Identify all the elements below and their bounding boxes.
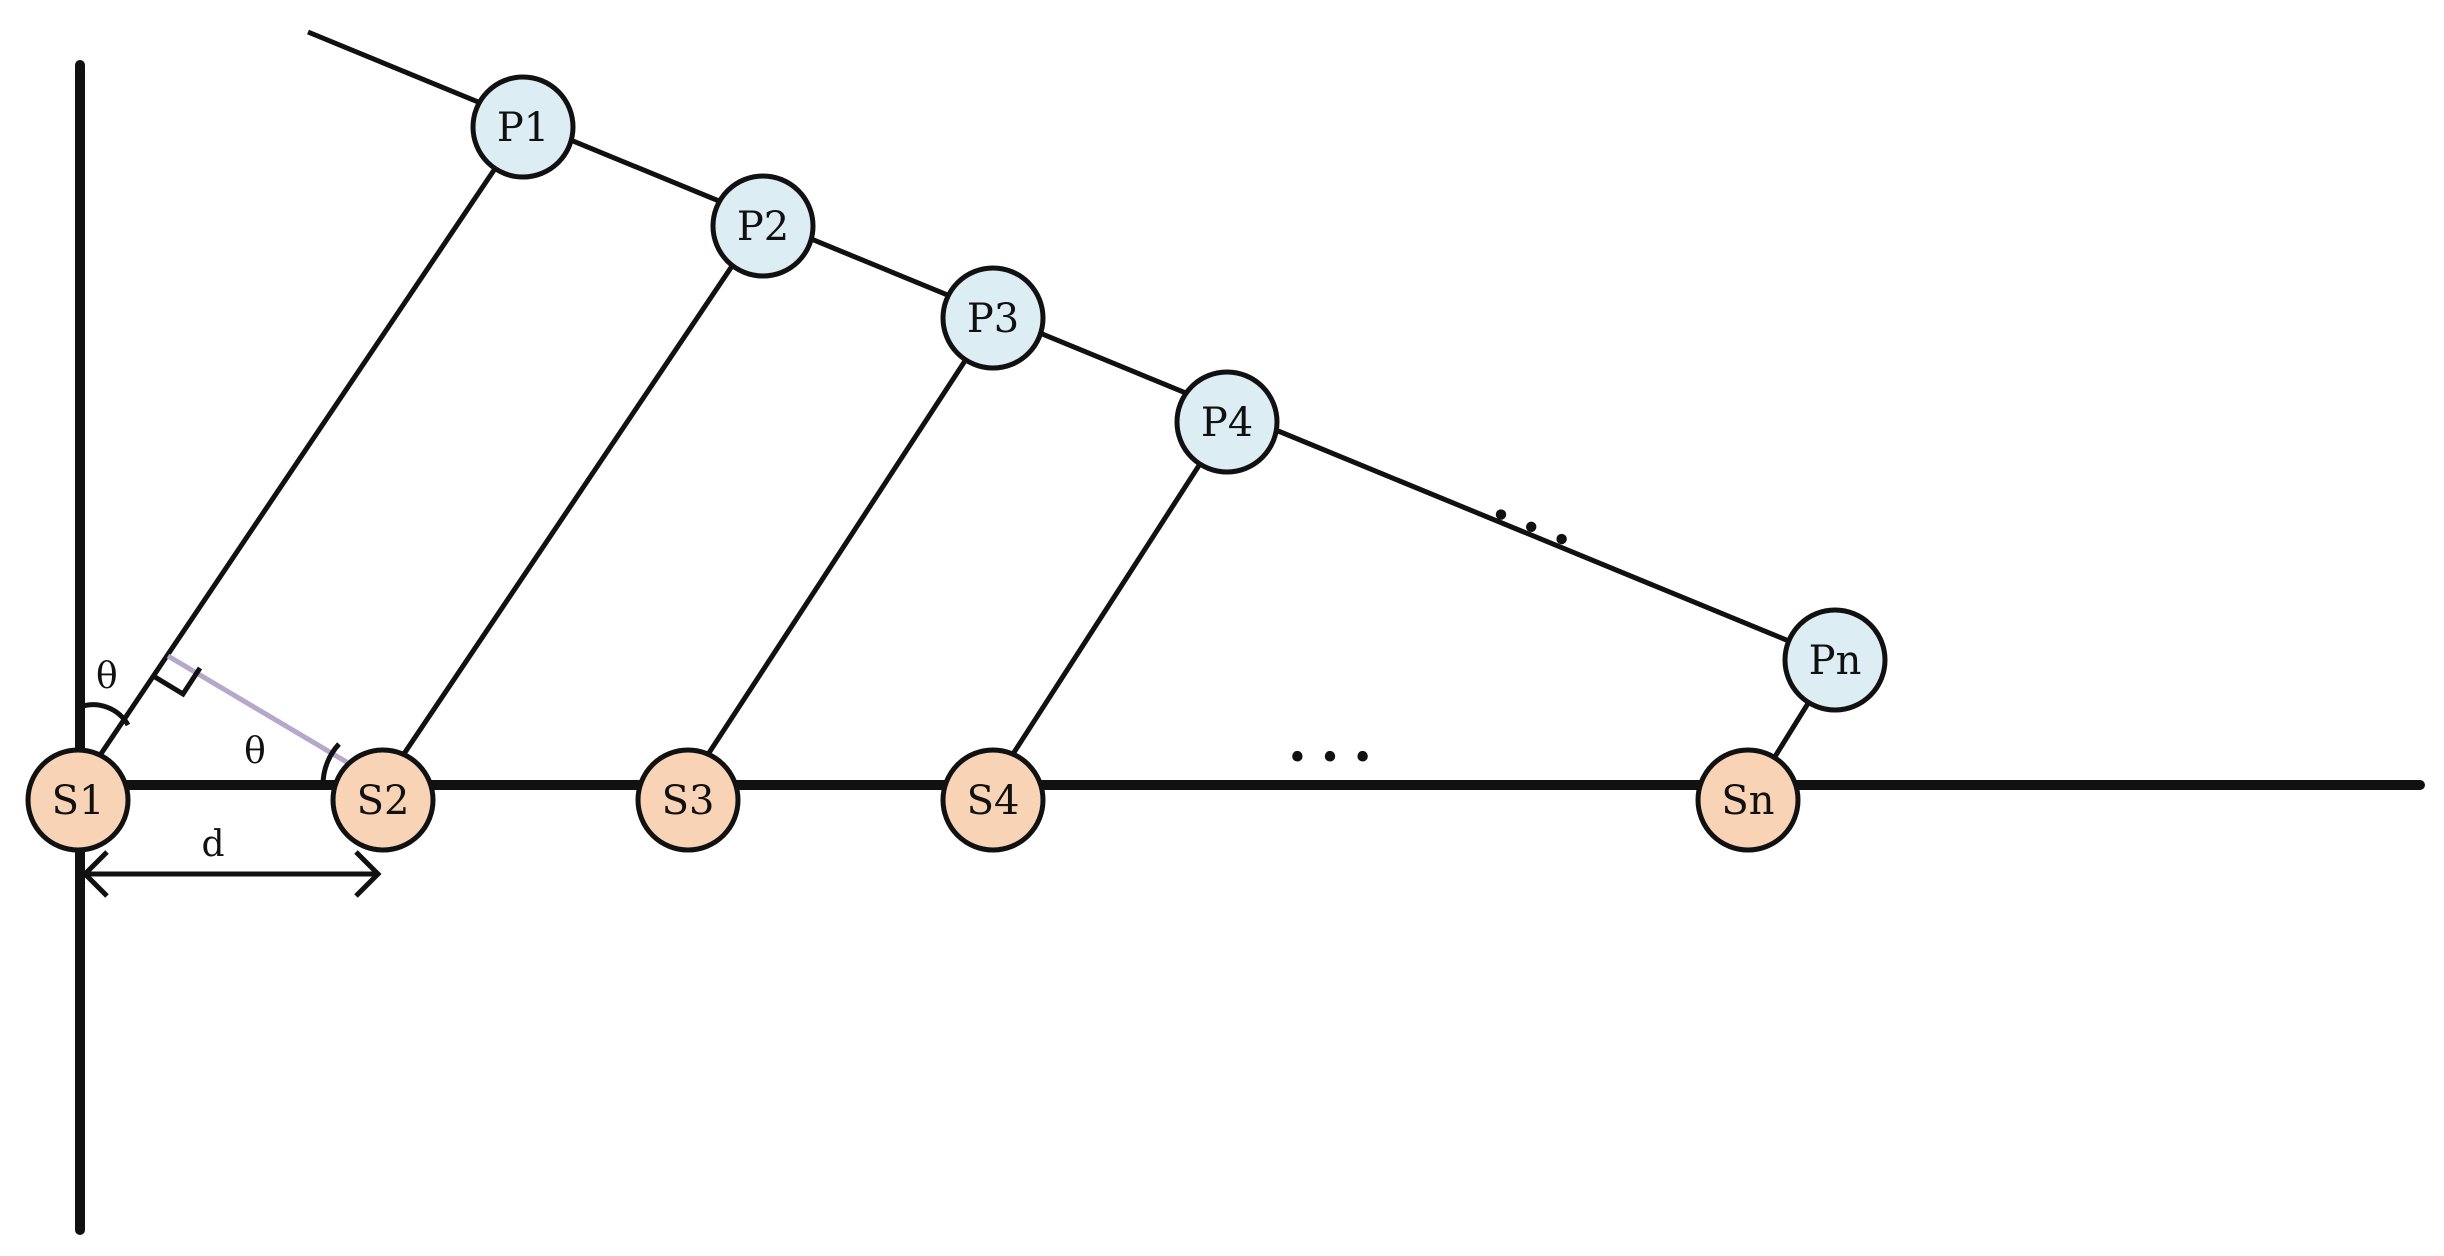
ellipsis-points: • • • [1483, 493, 1579, 563]
sensor-label: S2 [357, 778, 410, 824]
sensor-node-s3: S3 [635, 747, 741, 853]
point-node-p2: P2 [710, 173, 816, 279]
point-node-pn: Pn [1782, 607, 1888, 713]
spacing-label: d [201, 824, 224, 865]
point-label: P4 [1201, 400, 1253, 446]
point-node-p1: P1 [470, 74, 576, 180]
point-node-p4: P4 [1174, 369, 1280, 475]
sensor-label: S1 [52, 778, 105, 824]
sensor-label: S3 [662, 778, 715, 824]
point-label: P3 [967, 296, 1019, 342]
point-label: P2 [737, 204, 789, 250]
angle-arc-vertical [79, 702, 131, 727]
right-angle-marker [153, 666, 203, 698]
ray-s4-p4 [990, 420, 1230, 787]
sensor-node-s2: S2 [330, 747, 436, 853]
sensor-node-s4: S4 [940, 747, 1046, 853]
sensor-label: Sn [1721, 778, 1774, 824]
spacing-arrow-head-right [354, 850, 382, 898]
ray-s2-p2 [380, 218, 766, 787]
sensor-label: S4 [967, 778, 1020, 824]
angle-arc-horizontal [320, 742, 341, 786]
point-label: P1 [497, 105, 549, 151]
perpendicular-line [166, 653, 362, 773]
sensor-node-s1: S1 [25, 747, 131, 853]
spacing-arrow-head-left [81, 850, 109, 898]
angle-label-horizontal: θ [244, 731, 266, 772]
point-label: Pn [1809, 638, 1862, 684]
ray-s3-p3 [685, 316, 996, 787]
point-node-p3: P3 [940, 265, 1046, 371]
ellipsis-sensors: • • • [1287, 738, 1374, 779]
ray-s1-p1 [77, 125, 526, 787]
angle-label-vertical: θ [96, 656, 118, 697]
sensor-node-sn: Sn [1695, 747, 1801, 853]
